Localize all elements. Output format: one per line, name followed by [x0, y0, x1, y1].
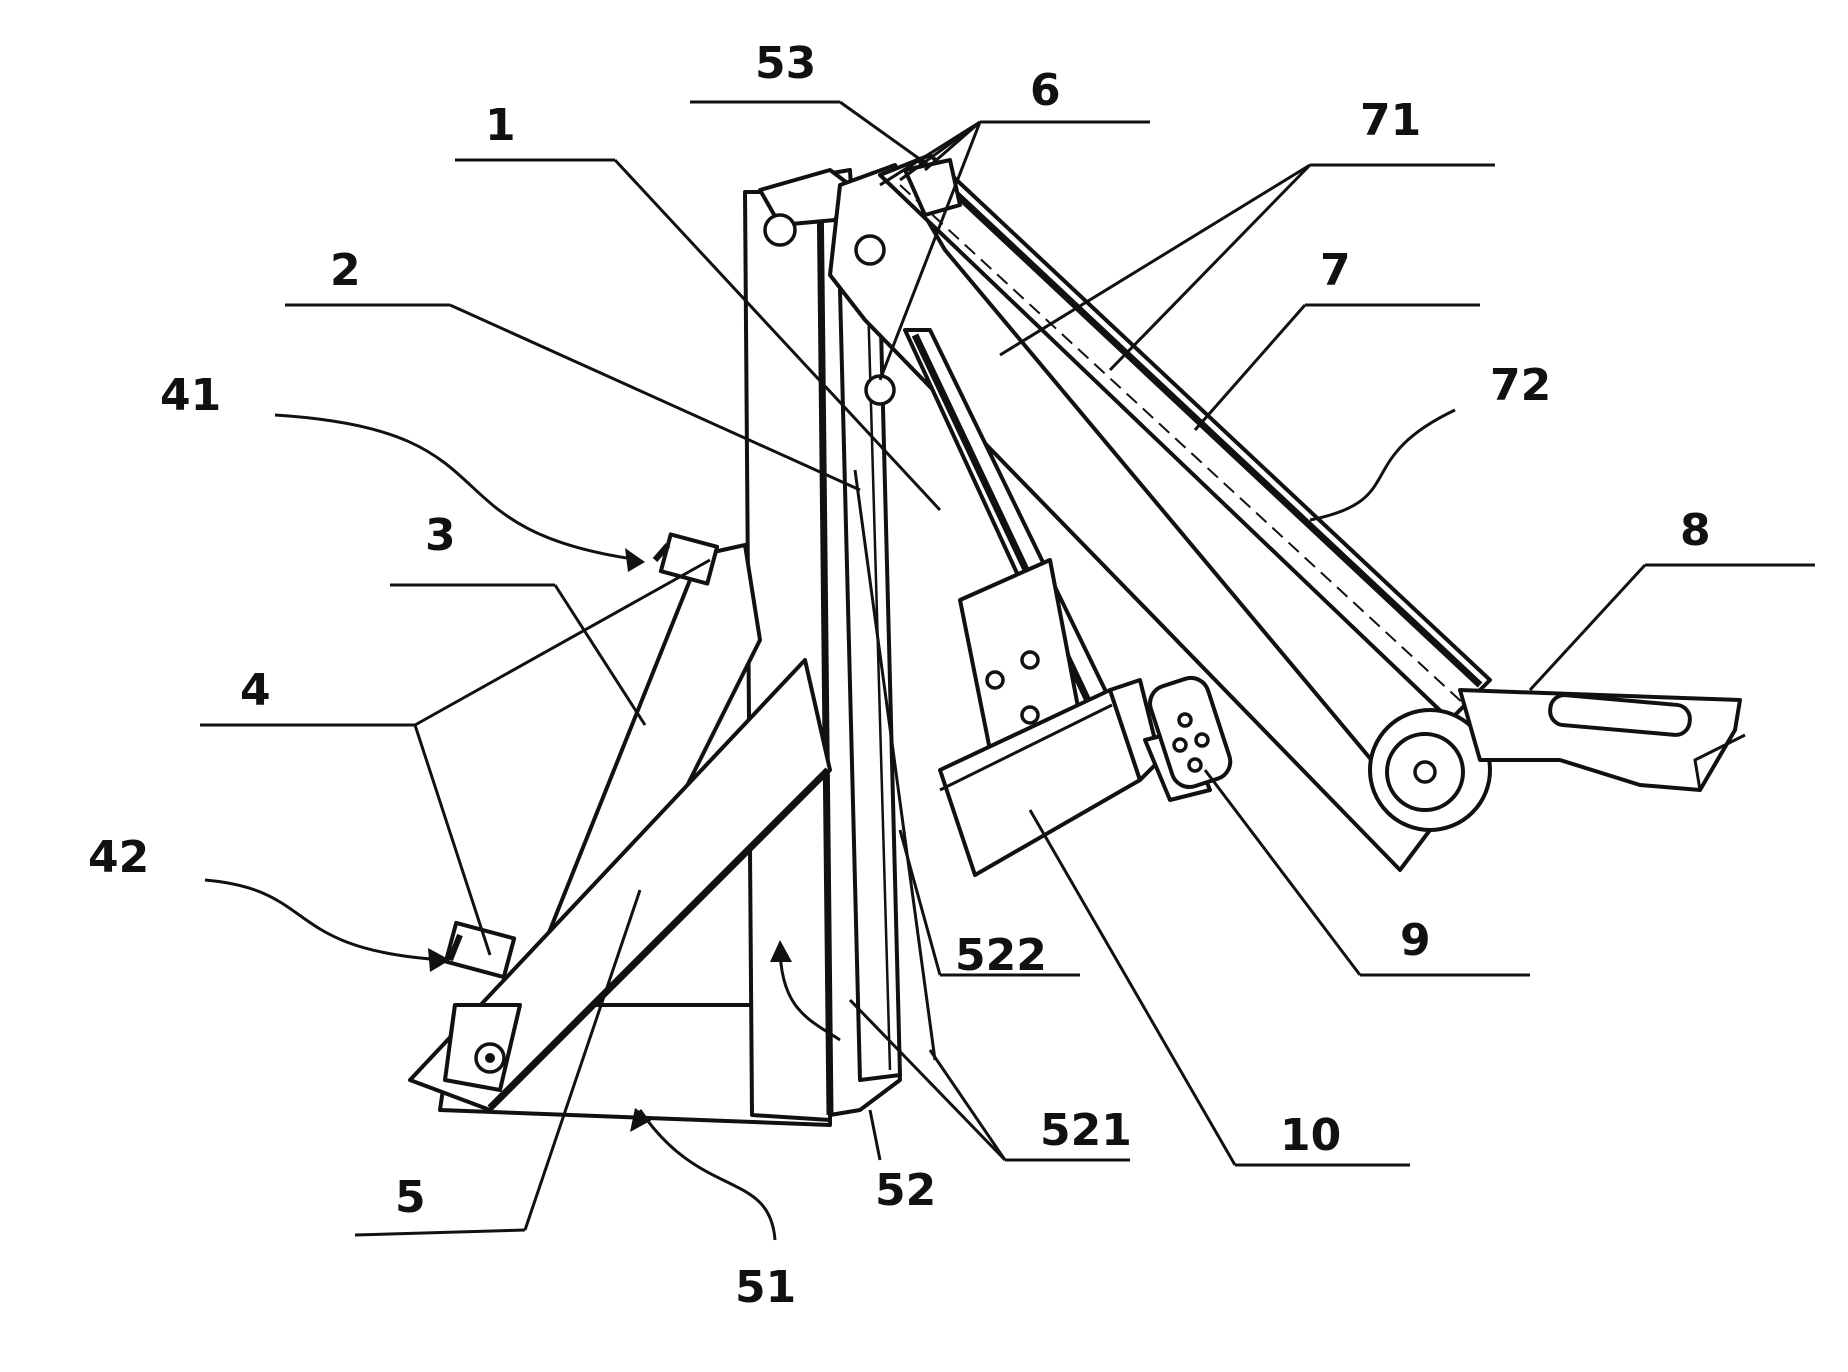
label-9: 9 — [1400, 915, 1431, 966]
label-3: 3 — [425, 510, 456, 561]
label-522: 522 — [955, 930, 1047, 981]
label-1: 1 — [485, 100, 516, 151]
label-71: 71 — [1360, 95, 1421, 146]
label-10: 10 — [1280, 1110, 1341, 1161]
label-5: 5 — [395, 1172, 426, 1223]
label-42: 42 — [88, 832, 149, 883]
label-6: 6 — [1030, 65, 1061, 116]
label-7: 7 — [1320, 245, 1351, 296]
label-52: 52 — [875, 1165, 936, 1216]
clamp-foot — [1460, 690, 1745, 790]
label-53: 53 — [755, 38, 816, 89]
label-41: 41 — [160, 370, 221, 421]
label-521: 521 — [1040, 1105, 1132, 1156]
label-8: 8 — [1680, 505, 1711, 556]
label-4: 4 — [240, 665, 271, 716]
label-51: 51 — [735, 1262, 796, 1313]
knob — [1145, 673, 1235, 800]
cylinder-41 — [655, 534, 717, 583]
label-72: 72 — [1490, 360, 1551, 411]
label-2: 2 — [330, 245, 361, 296]
cylinder-42 — [446, 923, 514, 977]
